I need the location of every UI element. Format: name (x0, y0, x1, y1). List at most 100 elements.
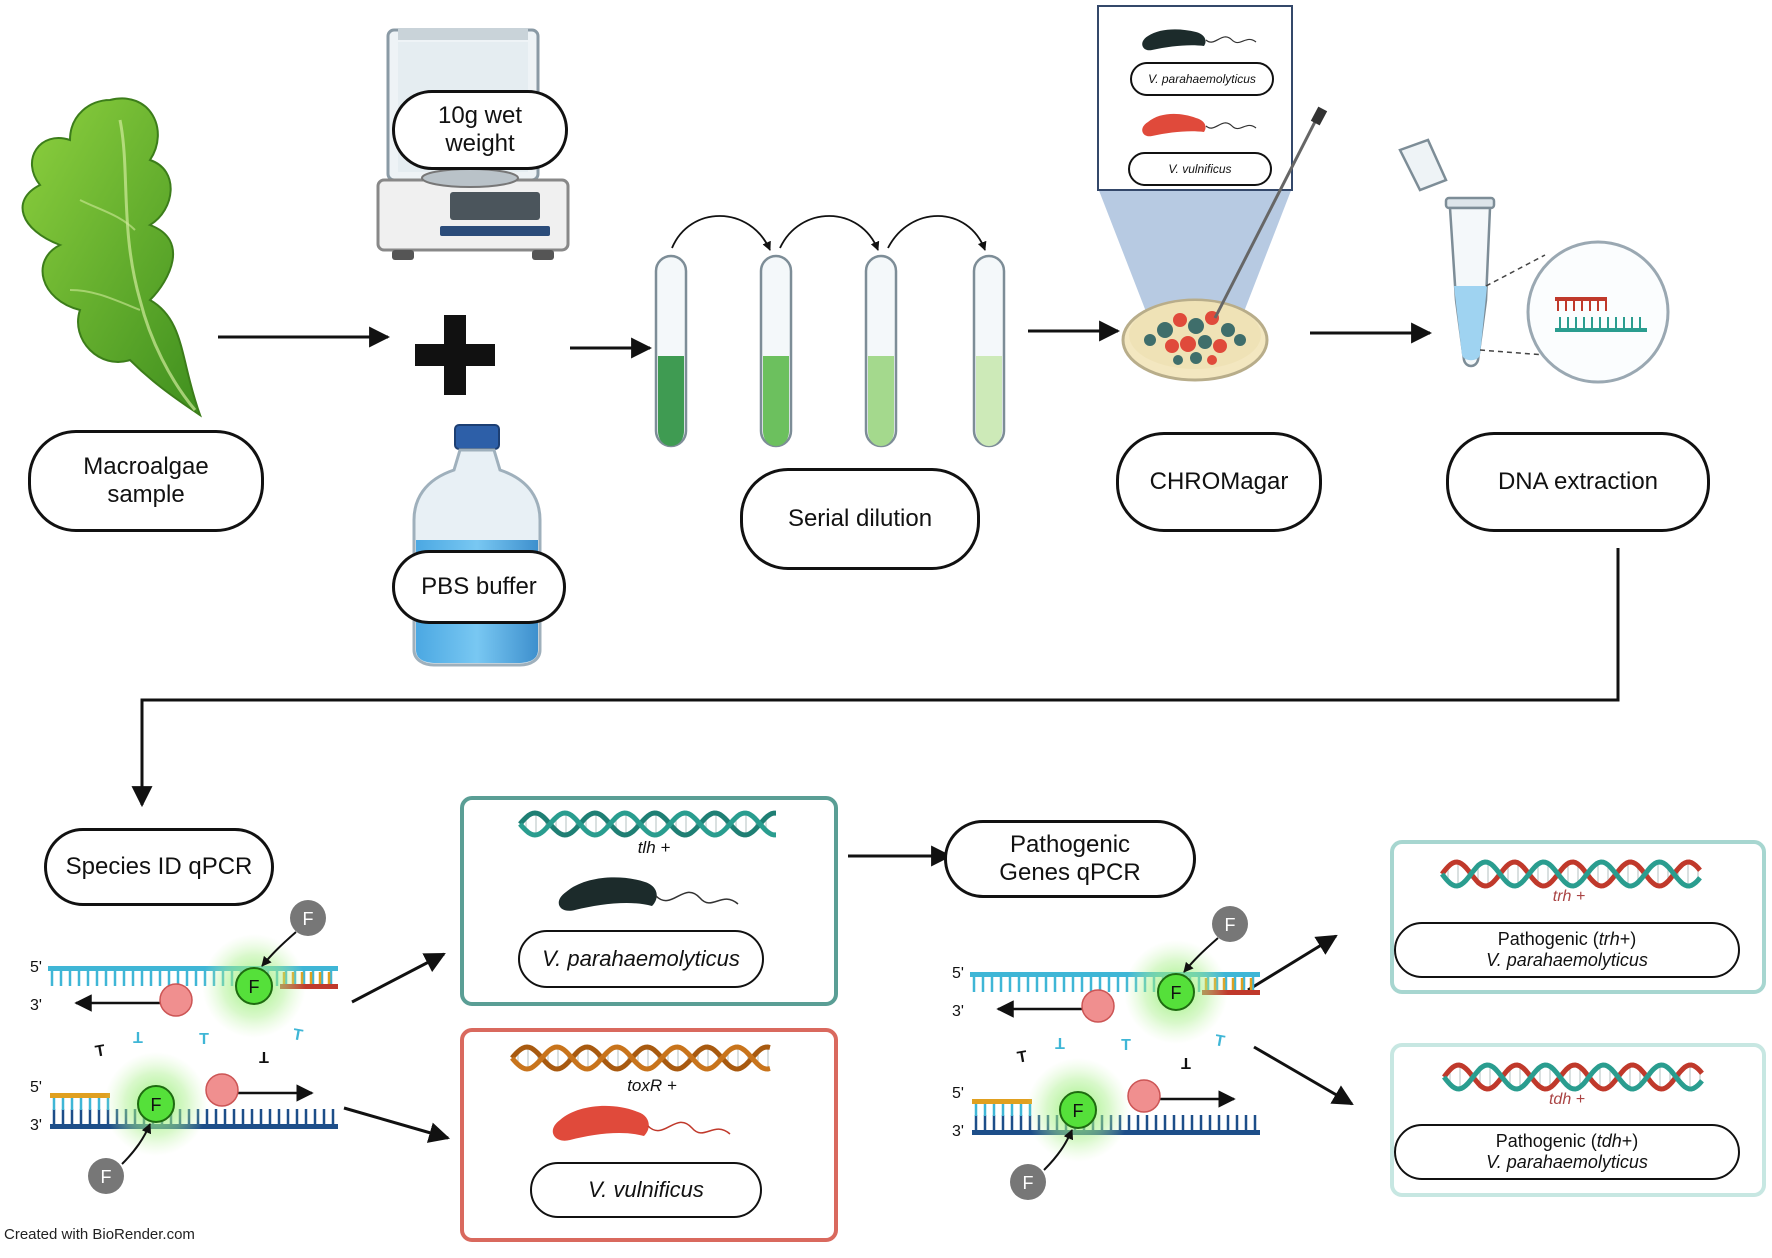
three-prime-label: 3' (952, 1123, 964, 1140)
chromagar-text: CHROMagar (1149, 467, 1289, 495)
pathogenic-genes-qpcr-label: Pathogenic Genes qPCR (944, 820, 1196, 898)
vv-cell-icon (1142, 113, 1257, 137)
toxr-gene-label: toxR + (602, 1076, 702, 1096)
vp-name-pill: V. parahaemolyticus (518, 930, 764, 988)
dna-extraction-label: DNA extraction (1446, 432, 1710, 532)
free-nucleotide: T (1213, 1032, 1226, 1050)
helix-strand (510, 1044, 771, 1072)
helix-strand (1440, 859, 1702, 889)
weight-line-1: 10g wet (437, 101, 523, 129)
tdh-gene-name: tdh (1596, 1131, 1622, 1151)
microtube-illustration (1398, 138, 1670, 384)
serial-dilution-label: Serial dilution (740, 468, 980, 570)
free-nucleotide: T (199, 1031, 209, 1048)
macroalgae-line-1: Macroalgae (83, 452, 209, 480)
fluorophore-letter: F (1073, 1101, 1084, 1121)
tlh-text: tlh + (637, 838, 671, 857)
three-prime-label: 3' (30, 1117, 42, 1134)
test-tube-4 (972, 254, 1006, 448)
polymerase-icon (1127, 1079, 1161, 1113)
fluorophore-icon (235, 967, 273, 1005)
toxr-dna-helix (510, 1044, 771, 1072)
polymerase-icon (159, 983, 193, 1017)
pbs-text: PBS buffer (421, 572, 537, 600)
quencher-letter: F (1225, 915, 1236, 935)
quencher-icon (1212, 906, 1248, 942)
pbs-bottle-illustration (412, 424, 542, 667)
trh-gene-label: trh + (1524, 888, 1614, 906)
tdh-result-pill: Pathogenic (tdh+) V. parahaemolyticus (1394, 1124, 1740, 1180)
fluorophore-icon (1157, 973, 1195, 1011)
toxr-text: toxR + (627, 1076, 677, 1095)
petri-dish-illustration (1121, 106, 1328, 382)
tlh-dna-helix (518, 810, 776, 838)
tlh-gene-label: tlh + (614, 838, 694, 858)
tdh-line-2: V. parahaemolyticus (1486, 1152, 1648, 1172)
fluorophore-icon (1059, 1091, 1097, 1129)
five-prime-label: 5' (30, 959, 42, 976)
tdh-text: tdh + (1548, 1091, 1586, 1108)
vp-bacterium-icon (558, 877, 739, 911)
wet-weight-label: 10g wet weight (392, 90, 568, 170)
fluorophore-letter: F (249, 977, 260, 997)
quencher-icon (88, 1158, 124, 1194)
release-arrow (1043, 1129, 1074, 1171)
free-nucleotide: T (1181, 1054, 1191, 1071)
helix-strand (1440, 859, 1702, 889)
release-arrow (1183, 937, 1219, 973)
helix-strand (518, 810, 776, 838)
trh-line-2: V. parahaemolyticus (1486, 950, 1648, 970)
three-prime-label: 3' (30, 997, 42, 1014)
release-arrow (121, 1123, 152, 1165)
fluorophore-icon (137, 1085, 175, 1123)
tdh-dna-helix (1442, 1062, 1704, 1092)
tdh-prefix: Pathogenic ( (1495, 1131, 1597, 1151)
pbs-buffer-label: PBS buffer (392, 550, 566, 624)
helix-strand (1442, 1062, 1704, 1092)
polymerase-icon (205, 1073, 239, 1107)
free-nucleotide: T (291, 1026, 304, 1044)
macroalgae-line-2: sample (107, 481, 185, 508)
trh-result-pill: Pathogenic (trh+) V. parahaemolyticus (1394, 922, 1740, 978)
macroalgae-illustration (21, 97, 202, 418)
biorender-credit: Created with BioRender.com (4, 1226, 195, 1243)
dna-text: DNA extraction (1497, 467, 1659, 495)
helix-strand (510, 1044, 771, 1072)
three-prime-label: 3' (952, 1003, 964, 1020)
template-strand (48, 966, 338, 971)
vp-cell-icon (1142, 29, 1257, 51)
trh-text: trh + (1552, 888, 1586, 905)
zoom-vp-text: V. parahaemolyticus (1148, 72, 1256, 86)
template-strand (970, 972, 1260, 977)
free-nucleotide: T (94, 1042, 107, 1060)
primer-strand (1202, 990, 1260, 995)
zoom-vp-label: V. parahaemolyticus (1130, 62, 1274, 96)
polymerase-icon (1081, 989, 1115, 1023)
primer-strand (972, 1099, 1032, 1104)
tdh-line-1: Pathogenic (tdh+) (1496, 1131, 1639, 1152)
test-tubes (654, 215, 1006, 448)
trh-dna-helix (1440, 859, 1702, 889)
trh-suffix: +) (1619, 929, 1637, 949)
fluorophore-letter: F (151, 1095, 162, 1115)
vv-name-text: V. vulnificus (588, 1177, 704, 1202)
five-prime-label: 5' (952, 965, 964, 982)
test-tube-1 (654, 254, 688, 448)
tdh-gene-label: tdh + (1522, 1091, 1612, 1109)
vv-name-pill: V. vulnificus (530, 1162, 762, 1218)
free-nucleotide: T (133, 1028, 143, 1045)
test-tube-3 (864, 254, 898, 448)
primer-strand (50, 1093, 110, 1098)
test-tube-2 (759, 254, 793, 448)
species-id-qpcr-label: Species ID qPCR (44, 828, 274, 906)
tdh-suffix: +) (1621, 1131, 1639, 1151)
trh-gene-name: trh (1598, 929, 1620, 949)
trh-prefix: Pathogenic ( (1497, 929, 1599, 949)
free-nucleotide: T (259, 1048, 269, 1065)
weight-line-2: weight (445, 130, 515, 157)
free-nucleotide: T (1121, 1037, 1131, 1054)
